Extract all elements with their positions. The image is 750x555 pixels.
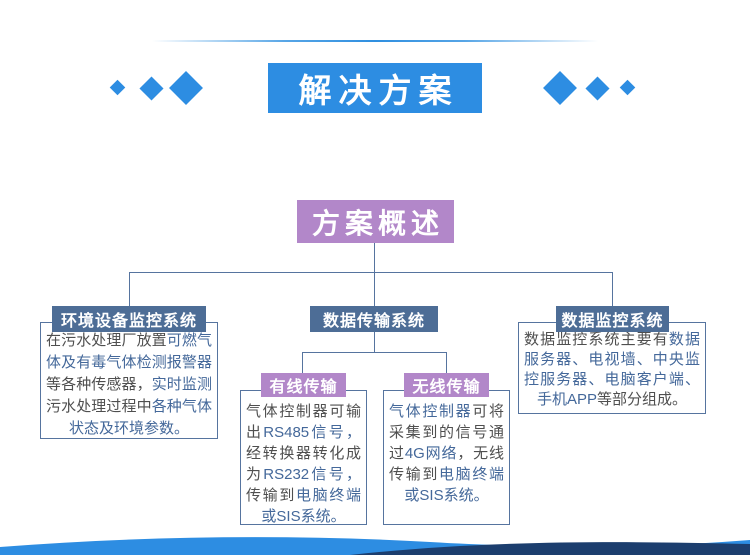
connector-line bbox=[302, 352, 447, 353]
connector-line bbox=[374, 331, 375, 352]
body-text-segment: 数据监控系统主要有 bbox=[524, 331, 669, 348]
connector-line bbox=[129, 272, 613, 273]
branch-body-text: 在污水处理厂放置可燃气体及有毒气体检测报警器等各种传感器，实时监测污水处理过程中… bbox=[41, 323, 217, 438]
branch-title-environment-monitoring: 环境设备监控系统 bbox=[52, 306, 206, 332]
connector-line bbox=[129, 272, 130, 306]
subnode-body-text: 气体控制器可将采集到的信号通过4G网络，无线传输到电脑终端或SIS系统。 bbox=[384, 391, 509, 524]
body-text-segment: 污水处理过程中 bbox=[46, 398, 152, 415]
body-text-segment: 数据服务器、电视墙、中央监控服务器、电脑客户端、手机APP bbox=[524, 331, 700, 408]
body-text-segment: 气体控制器 bbox=[389, 403, 473, 420]
page-title: 解决方案 bbox=[268, 63, 482, 113]
connector-line bbox=[374, 272, 375, 306]
body-text-segment: 等部分组成。 bbox=[597, 391, 688, 408]
diamond-icon bbox=[619, 79, 636, 96]
subnode-body-text: 气体控制器可输出RS485信号， 经转换器转化成为RS232信号， 传输到电脑终端或… bbox=[241, 391, 366, 524]
body-text-segment: 电脑终端或SIS系统。 bbox=[261, 487, 361, 524]
body-text-segment: RS485信号， bbox=[263, 424, 361, 441]
diamond-icon bbox=[139, 76, 164, 101]
branch-box-environment-monitoring: 在污水处理厂放置可燃气体及有毒气体检测报警器等各种传感器，实时监测污水处理过程中… bbox=[40, 322, 218, 439]
diamond-icon bbox=[109, 79, 126, 96]
body-text-segment: 各种气体状态及环境参数。 bbox=[68, 398, 212, 437]
branch-box-data-monitoring: 数据监控系统主要有数据服务器、电视墙、中央监控服务器、电脑客户端、手机APP等部… bbox=[518, 322, 706, 414]
footer-wave-decoration bbox=[0, 537, 750, 555]
body-text-segment: ，无线传输到 bbox=[389, 445, 504, 483]
body-text-segment: 经转换器转化成为 bbox=[246, 445, 361, 483]
body-text-segment: 在污水处理厂放置 bbox=[46, 332, 167, 349]
subnode-box-wired: 气体控制器可输出RS485信号， 经转换器转化成为RS232信号， 传输到电脑终端或… bbox=[240, 390, 367, 525]
branch-title-data-transmission: 数据传输系统 bbox=[310, 306, 438, 332]
overview-node: 方案概述 bbox=[297, 200, 454, 243]
body-text-segment: 气体控制器可输出 bbox=[246, 403, 361, 441]
branch-body-text: 数据监控系统主要有数据服务器、电视墙、中央监控服务器、电脑客户端、手机APP等部… bbox=[519, 323, 705, 413]
diamond-icon bbox=[585, 76, 610, 101]
body-text-segment: 可燃气体及有毒气体检测报警器 bbox=[46, 332, 212, 371]
body-text-segment: 4G网络 bbox=[404, 445, 458, 462]
subnode-box-wireless: 气体控制器可将采集到的信号通过4G网络，无线传输到电脑终端或SIS系统。 bbox=[383, 390, 510, 525]
subnode-title-wired: 有线传输 bbox=[261, 373, 346, 397]
body-text-segment: 等各种传感器， bbox=[46, 376, 152, 393]
body-text-segment: RS232信号， bbox=[263, 466, 361, 483]
body-text-segment: 传输到 bbox=[246, 487, 296, 504]
diamond-icon bbox=[543, 71, 577, 105]
subnode-title-wireless: 无线传输 bbox=[404, 373, 489, 397]
branch-title-data-monitoring: 数据监控系统 bbox=[556, 306, 669, 332]
connector-line bbox=[446, 352, 447, 374]
connector-line bbox=[374, 243, 375, 272]
body-text-segment: 实时监测 bbox=[151, 376, 212, 393]
connector-line bbox=[302, 352, 303, 374]
top-divider-line bbox=[152, 40, 598, 42]
body-text-segment: 电脑终端或SIS系统。 bbox=[404, 466, 504, 504]
body-text-segment: 可将采集到的信号通过 bbox=[389, 403, 504, 462]
connector-line bbox=[612, 272, 613, 306]
diamond-icon bbox=[169, 71, 203, 105]
